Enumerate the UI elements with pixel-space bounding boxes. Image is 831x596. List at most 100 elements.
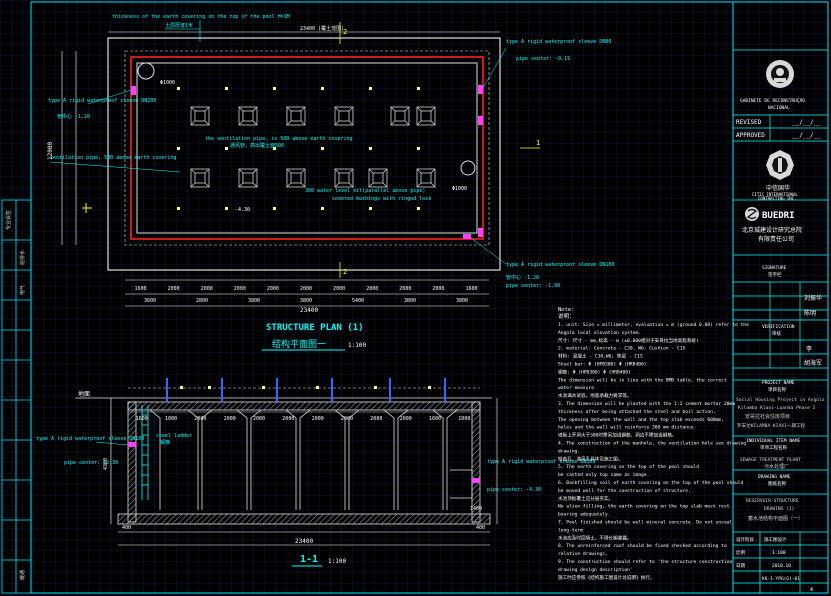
project-cn-1: 安哥拉社会住房项目 bbox=[745, 413, 790, 420]
pool-inner-wall bbox=[136, 62, 478, 234]
verification-cn: 审核 bbox=[772, 330, 781, 337]
project-en-1: Social Housing Project in Angola bbox=[736, 397, 825, 403]
pool-wall-outline-red bbox=[130, 56, 484, 240]
drawing-value-cn: 蓄水池结构平面图（一） bbox=[748, 515, 803, 522]
plan-dim-a: 1600 bbox=[466, 286, 478, 292]
plan-dim-a: 2000 bbox=[201, 286, 213, 292]
plan-dim-a: 2000 bbox=[399, 286, 411, 292]
plan-title-cn: 结构平面图一 bbox=[272, 338, 326, 350]
plan-dim-a: 2000 bbox=[300, 286, 312, 292]
note-line: 水池顶板覆土应分层夯实。 bbox=[558, 495, 613, 502]
item-label: INDIVIDUAL ITEM NAME bbox=[746, 438, 800, 444]
note-line: The dimension will be in line with the B… bbox=[558, 377, 727, 383]
vent-note-cn: 通风管，高出覆土面500 bbox=[230, 142, 284, 149]
note-line: relative drawings. bbox=[558, 551, 608, 557]
plan-top-note-sub: 土层厚度1米 bbox=[165, 22, 193, 29]
note-line: 6. Backfilling soil of earth covering on… bbox=[558, 480, 744, 486]
date-value: 2010.10 bbox=[772, 563, 791, 569]
note-line: 水池应及时回填土，不得长期暴露。 bbox=[558, 534, 632, 541]
vent-pipe-row-top bbox=[190, 106, 436, 126]
scale-value: 1:100 bbox=[772, 550, 786, 556]
angola-emblem-icon bbox=[766, 60, 794, 88]
citic-logo-icon bbox=[766, 150, 794, 180]
section-dim: 2000 bbox=[400, 416, 412, 422]
slab-edge-dashed bbox=[124, 50, 490, 246]
scale-label: 比例 bbox=[736, 549, 745, 556]
project-en-2: Kilamba Kiaxi-Luanda Phase I bbox=[738, 405, 816, 411]
signature-cn: 签字栏 bbox=[768, 271, 782, 278]
manhole-right-label: Φ1000 bbox=[452, 186, 467, 192]
note-line: 材料: 混凝土 - C30,W6; 垫层 - C15 bbox=[558, 353, 643, 360]
section-overall-dim: 23400 bbox=[295, 538, 313, 545]
section-mark-top: 2 bbox=[343, 28, 347, 36]
item-value: SEWAGE TREATMENT PLANT bbox=[740, 457, 801, 463]
plan-dim-a: 2000 bbox=[333, 286, 345, 292]
approved-date: __/__/__ bbox=[792, 132, 821, 139]
section-right-sleeve: type A rigid waterproof sleeve DN100 bbox=[487, 459, 595, 465]
plan-dim-a: 1600 bbox=[135, 286, 147, 292]
sig-name-2: 陈明 bbox=[804, 309, 816, 317]
note-line: 墙板上开洞大于300时需另加设钢筋，洞边不需加设钢筋。 bbox=[558, 432, 677, 439]
verification-label: VERIFICATION bbox=[762, 324, 795, 330]
section-1-1: 地面 steel ladder 钢梯 bbox=[36, 378, 595, 567]
left-pipe-center: 管中心 -1.20 bbox=[57, 113, 90, 120]
note-line: be moved well for the construction of st… bbox=[558, 488, 691, 494]
note-line: 4. The construction of the manhole, the … bbox=[558, 441, 746, 447]
note-line: Angola local elevation system. bbox=[558, 330, 641, 336]
left-signoff-strip bbox=[1, 199, 32, 594]
section-dim: 2000 bbox=[224, 416, 236, 422]
section-dim-right: 1400 bbox=[470, 506, 482, 512]
note-line: long-term bbox=[558, 527, 583, 533]
section-dim: 1600 bbox=[429, 416, 441, 422]
plan-top-dim: 23400 (覆土范围) bbox=[300, 25, 344, 32]
vent-pipe-row-bottom bbox=[190, 168, 436, 188]
notes-heading: Note: bbox=[558, 307, 575, 313]
note-line: 钢筋: Φ (HPB300) Φ (HRB400) bbox=[558, 368, 631, 375]
drawing-value: RESERVOIR-STRUCTURE bbox=[746, 498, 799, 504]
section-dim: 2000 bbox=[253, 416, 265, 422]
section-top-slab bbox=[127, 401, 481, 411]
design-name: 胡海军 bbox=[804, 359, 822, 367]
contractor-en: CITIC INTERNATIONAL bbox=[752, 192, 798, 197]
section-dim-bottom-left: 400 bbox=[122, 525, 131, 531]
section-right-wall bbox=[471, 401, 481, 523]
manhole-icon bbox=[137, 62, 155, 80]
plan-overall-dim: 23400 bbox=[300, 307, 318, 314]
item-value-cn: 污水处理厂 bbox=[764, 463, 789, 470]
ladder-label: steel ladder bbox=[156, 433, 192, 439]
section-dim: 2000 bbox=[194, 416, 206, 422]
note-line: Steel bar: Φ (HPB300) Φ (HRB400) bbox=[558, 362, 647, 368]
strip-label-1: 专业会签 bbox=[5, 210, 12, 230]
plan-top-note: thickness of the earth covering on the t… bbox=[112, 14, 290, 20]
plan-dim-a: 2000 bbox=[168, 286, 180, 292]
stage-value: 施工图设计 bbox=[764, 536, 787, 543]
plan-dim-b: 5400 bbox=[352, 298, 364, 304]
buedri-logo-icon bbox=[745, 207, 759, 221]
contractor-en-2: CONTRACTING INC. bbox=[758, 196, 797, 201]
sig-name-1: 刘振华 bbox=[804, 294, 822, 302]
approved-label: APPROVED bbox=[736, 132, 765, 139]
section-vent-pipes bbox=[166, 378, 446, 402]
plan-dim-b: 2800 bbox=[196, 298, 208, 304]
column-markers bbox=[177, 87, 420, 210]
section-dim-left: 4300 bbox=[103, 458, 109, 470]
section-right-pipe-center: pipe center: -4.30 bbox=[487, 487, 541, 493]
section-ground-label: 地面 bbox=[78, 390, 90, 398]
section-dim: 1000 bbox=[458, 416, 470, 422]
strip-label-3: 电气 bbox=[19, 285, 26, 295]
section-left-pipe-center: pipe center: -2.30 bbox=[64, 460, 118, 466]
level-note-sub: covered bushings with ringed lock bbox=[332, 196, 431, 202]
plan-dim-a: 2000 bbox=[267, 286, 279, 292]
drawing-cn: 图纸名称 bbox=[768, 480, 786, 487]
signature-label: SIGNATURE bbox=[762, 265, 787, 271]
plan-title-en: STRUCTURE PLAN (1) bbox=[266, 323, 364, 333]
plan-dim-b: 3800 bbox=[248, 298, 260, 304]
plan-dim-b: 3600 bbox=[144, 298, 156, 304]
section-title: 1-1 bbox=[300, 554, 318, 565]
level-note: 300 water level kit(parallel above pipe) bbox=[305, 188, 425, 194]
title-block: GABINETE DE RECONSTRUÇÃO NACIONAL REVISE… bbox=[733, 49, 828, 593]
note-line: drawing design description' bbox=[558, 567, 633, 573]
elev-left: -4.30 bbox=[235, 207, 250, 213]
